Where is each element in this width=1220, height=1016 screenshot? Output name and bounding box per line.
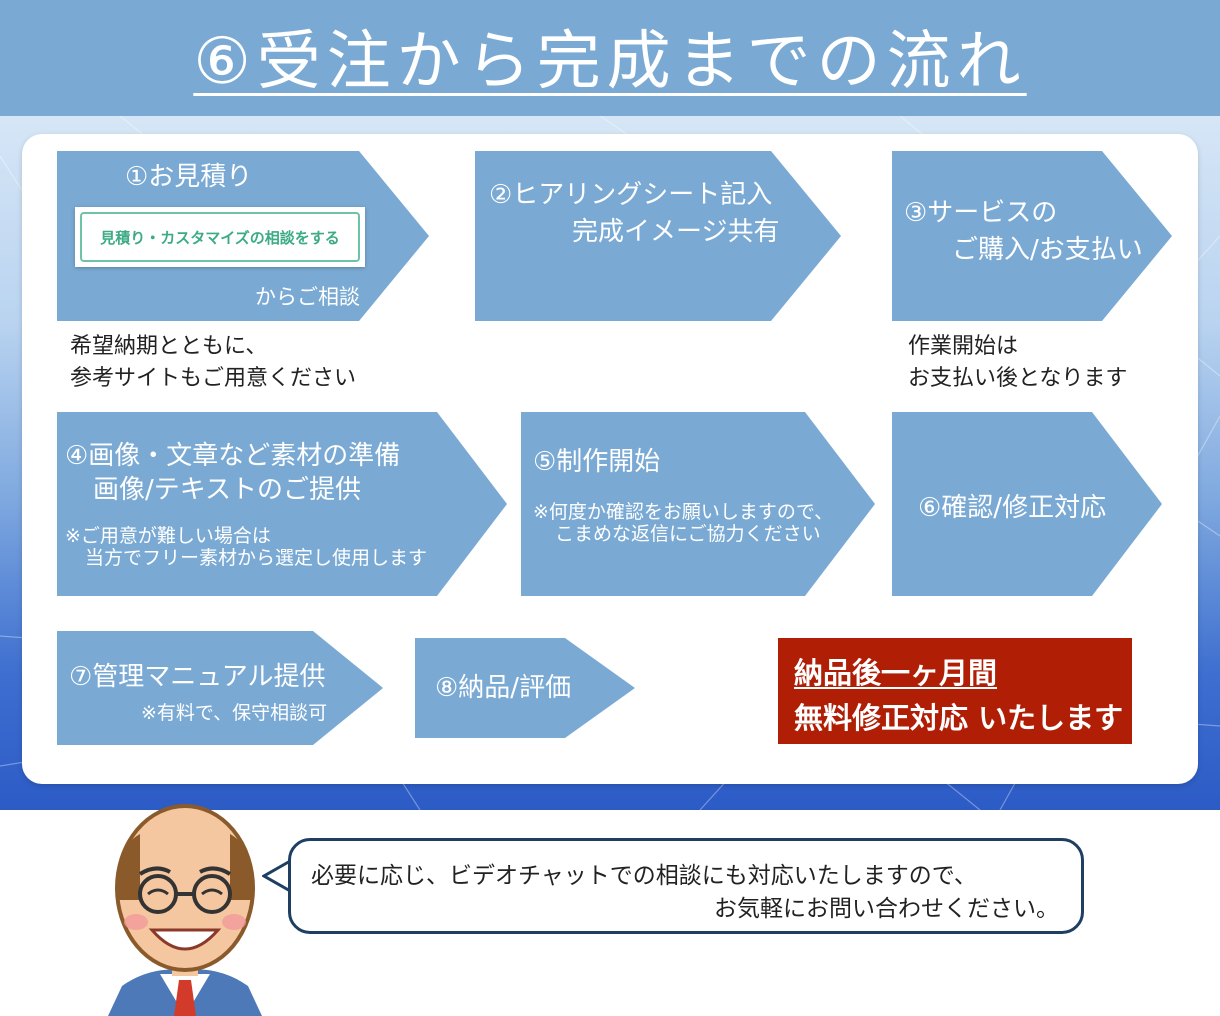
step-1-note: からご相談 bbox=[255, 285, 360, 309]
speech-bubble: 必要に応じ、ビデオチャットでの相談にも対応いたしますので、 お気軽にお問い合わせ… bbox=[288, 838, 1084, 934]
step-7-arrow: ⑦管理マニュアル提供 ※有料で、保守相談可 bbox=[57, 631, 383, 745]
step-3-caption-line1: 作業開始は bbox=[908, 334, 1019, 359]
step-4-note1: ※ご用意が難しい場合は bbox=[65, 525, 271, 547]
consult-button[interactable]: 見積り・カスタマイズの相談をする bbox=[75, 207, 365, 267]
step-3-line1: ③サービスの bbox=[904, 198, 1058, 228]
step-6-title: ⑥確認/修正対応 bbox=[918, 493, 1107, 523]
step-2-line1: ②ヒアリングシート記入 bbox=[489, 180, 773, 210]
speech-line1: 必要に応じ、ビデオチャットでの相談にも対応いたしますので、 bbox=[311, 863, 977, 889]
speech-line2: お気軽にお問い合わせください。 bbox=[714, 896, 1059, 922]
step-5-note1: ※何度か確認をお願いしますので、 bbox=[533, 501, 834, 523]
step-4-arrow: ④画像・文章など素材の準備 画像/テキストのご提供 ※ご用意が難しい場合は 当方… bbox=[57, 412, 507, 596]
step-7-title: ⑦管理マニュアル提供 bbox=[69, 662, 326, 692]
step-3-caption-line2: お支払い後となります bbox=[908, 366, 1128, 391]
step-4-line2: 画像/テキストのご提供 bbox=[93, 475, 361, 505]
step-1-arrow: ①お見積り 見積り・カスタマイズの相談をする からご相談 bbox=[57, 151, 429, 321]
header-banner: ⑥受注から完成までの流れ bbox=[0, 0, 1220, 116]
step-5-note2: こまめな返信にご協力ください bbox=[555, 523, 821, 545]
step-5-title: ⑤制作開始 bbox=[533, 447, 661, 477]
step-4-line1: ④画像・文章など素材の準備 bbox=[65, 441, 401, 471]
step-1-caption-line1: 希望納期とともに、 bbox=[70, 334, 268, 359]
step-2-line2: 完成イメージ共有 bbox=[572, 217, 780, 247]
speech-bubble-tail bbox=[262, 858, 293, 894]
step-7-note: ※有料で、保守相談可 bbox=[141, 702, 328, 724]
step-8-title: ⑧納品/評価 bbox=[435, 673, 572, 703]
step-5-arrow: ⑤制作開始 ※何度か確認をお願いしますので、 こまめな返信にご協力ください bbox=[521, 412, 875, 596]
page-title: ⑥受注から完成までの流れ bbox=[193, 25, 1027, 99]
step-1-caption-line2: 参考サイトもご用意ください bbox=[70, 366, 357, 391]
step-1-title: ①お見積り bbox=[125, 162, 253, 192]
step-2-arrow: ②ヒアリングシート記入 完成イメージ共有 bbox=[475, 151, 841, 321]
consultant-avatar-icon bbox=[108, 804, 262, 1016]
step-4-note2: 当方でフリー素材から選定し使用します bbox=[85, 547, 428, 569]
free-revision-line2: 無料修正対応 いたします bbox=[794, 701, 1124, 735]
step-3-line2: ご購入/お支払い bbox=[952, 235, 1143, 265]
free-revision-line1: 納品後一ヶ月間 bbox=[794, 656, 998, 690]
free-revision-notice: 納品後一ヶ月間 無料修正対応 いたします bbox=[778, 638, 1132, 744]
consult-button-label[interactable]: 見積り・カスタマイズの相談をする bbox=[80, 212, 360, 262]
